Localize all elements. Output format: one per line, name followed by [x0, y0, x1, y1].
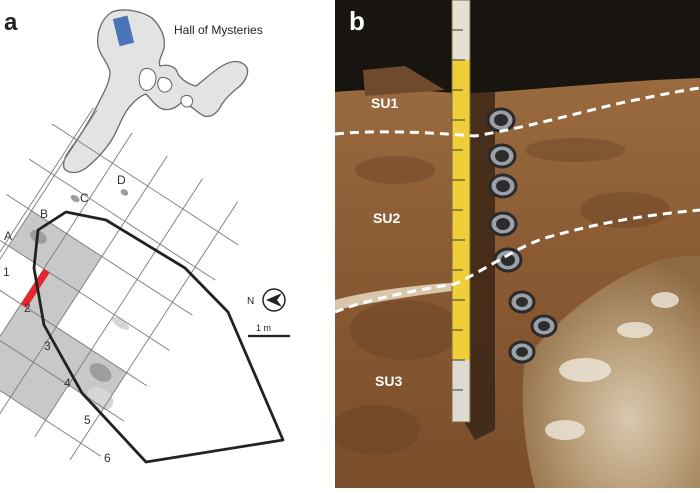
sample-tube — [488, 211, 518, 237]
rock-patch — [89, 363, 112, 382]
texture-blotch — [355, 156, 435, 184]
grid-line — [0, 299, 125, 422]
sample-tube — [493, 247, 523, 273]
excavation-location-marker — [112, 15, 135, 47]
panel-a-label: a — [4, 9, 18, 36]
measuring-rod-icon — [451, 0, 471, 423]
grid-line — [0, 155, 168, 415]
excavation-trench — [463, 92, 495, 440]
grid-row-label: 1 — [3, 265, 10, 279]
calcite-patch — [617, 322, 653, 338]
sediment-block-top — [363, 66, 445, 96]
sample-tube — [530, 314, 558, 338]
grid-row-label: 5 — [84, 413, 91, 427]
panel-a-svg: a Hall of Mysteries — [0, 9, 290, 465]
grid-line — [0, 109, 98, 369]
north-label: N — [247, 296, 254, 307]
grid-column-label: C — [80, 191, 89, 205]
texture-blotch — [525, 138, 625, 162]
excavated-square — [43, 233, 102, 292]
excavation-plan — [0, 107, 239, 461]
grid-row-label: 3 — [44, 339, 51, 353]
grid-line — [0, 132, 133, 392]
panel-b-label: b — [349, 6, 365, 36]
cave-pillar — [138, 67, 157, 91]
calcite-patch — [651, 292, 679, 308]
sample-tube — [487, 143, 517, 169]
grid-line — [0, 264, 147, 387]
unit-label-su3: SU3 — [375, 373, 402, 389]
grid-column-label: A — [4, 229, 12, 243]
calcite-patches — [545, 292, 679, 440]
north-arrow-icon: N — [247, 288, 286, 312]
rock-patch — [70, 194, 80, 203]
panel-a: a Hall of Mysteries — [0, 0, 335, 488]
grid-line — [0, 334, 102, 457]
sample-tube — [488, 173, 518, 199]
cave-name-label: Hall of Mysteries — [174, 23, 263, 37]
sediment-texture — [335, 138, 670, 455]
grid-line — [34, 178, 203, 438]
grid-line — [6, 194, 193, 316]
unit-label-su1: SU1 — [371, 95, 398, 111]
cave-pillar — [157, 76, 173, 93]
rock-patch — [120, 189, 129, 196]
stratigraphic-boundaries — [335, 86, 700, 314]
unit-label-su2: SU2 — [373, 210, 400, 226]
boundary-su2-su3 — [335, 208, 700, 314]
excavated-square — [0, 339, 34, 398]
grid-line — [51, 123, 239, 246]
boundary-su1-su2 — [335, 86, 700, 138]
panel-b-photo: b SU1 SU2 SU3 — [335, 0, 700, 488]
sample-tubes — [486, 107, 558, 364]
calcite-patch — [559, 358, 611, 382]
texture-blotch — [335, 405, 420, 455]
cave-overview-map: Hall of Mysteries — [62, 9, 263, 174]
grid-row-label: 4 — [64, 376, 71, 390]
grid-line — [28, 158, 216, 281]
excavated-square — [10, 362, 69, 421]
excavation-boundary — [32, 210, 285, 464]
grid-lines — [0, 107, 239, 461]
excavated-squares — [0, 210, 127, 421]
calcite-patch — [545, 420, 585, 440]
sample-tube — [508, 340, 536, 364]
grid-column-label: D — [117, 173, 126, 187]
cave-pillar — [180, 95, 193, 108]
grid-line — [0, 107, 94, 367]
grid-line — [0, 229, 170, 351]
pale-patch — [111, 316, 130, 330]
sample-tube — [508, 290, 536, 314]
grid-row-label: 2 — [24, 301, 31, 315]
sample-tube — [486, 107, 516, 133]
section-location-marker — [20, 268, 50, 308]
scale-bar-icon: 1 m — [248, 323, 290, 338]
panel-b-svg: b SU1 SU2 SU3 — [335, 0, 700, 488]
texture-blotch — [580, 192, 670, 228]
texture-blotch — [350, 300, 460, 360]
grid-row-label: 6 — [104, 451, 111, 465]
grid-line — [69, 201, 239, 461]
scale-label: 1 m — [256, 323, 271, 333]
grid-column-label: B — [40, 207, 48, 221]
